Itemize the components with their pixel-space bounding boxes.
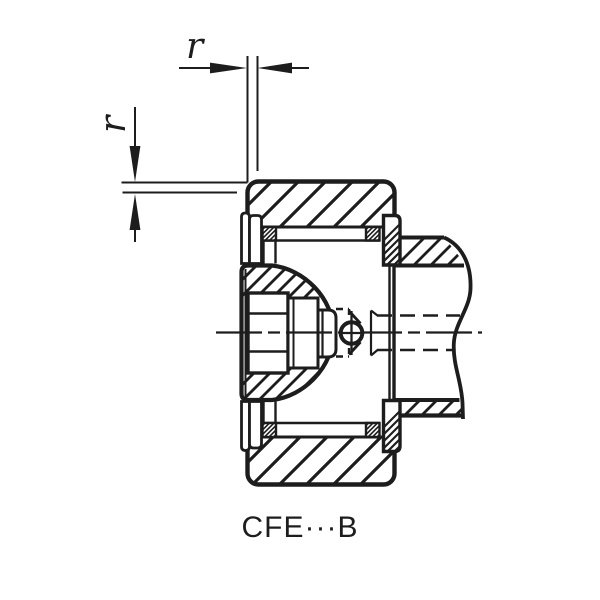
cone-line [370,309,379,317]
radial-dimension-top [179,56,309,183]
plate-hatch [383,215,400,265]
dimension-arrow-right-icon [210,62,247,74]
grease-hole [338,311,365,355]
part-caption: CFE···B [242,511,359,544]
right-side-plate-bottom [381,398,402,454]
washer-hatch [366,423,380,437]
left-side-plate-bottom [240,400,263,452]
dimension-arrow-up-icon [129,194,141,230]
roller-end-washer [364,225,381,242]
stud-shank-and-collar [388,235,473,420]
cone-line [370,349,379,357]
radial-dimension-side [121,107,248,242]
lubrication-hidden-lines [336,307,460,358]
washer-hatch [366,227,380,241]
left-side-plate-top [240,211,263,265]
outer-ring-hatch [249,438,394,483]
dimension-arrow-left-icon [257,62,292,74]
roller-end-washer [364,421,381,439]
outer-ring-hatch [249,183,394,227]
plate-hatch [383,400,400,452]
break-line [443,235,473,420]
needle-roller-band-bottom [261,400,384,439]
washer-hatch [262,227,276,241]
roller-end-washer [261,421,278,439]
needle-roller-band-top [261,225,384,242]
roller-end-washer [261,225,278,242]
right-side-plate-top [381,213,402,267]
washer-hatch [262,423,276,437]
dimension-arrow-down-icon [129,146,141,182]
r-label-side: r [93,114,134,133]
r-label-top: r [186,26,205,67]
